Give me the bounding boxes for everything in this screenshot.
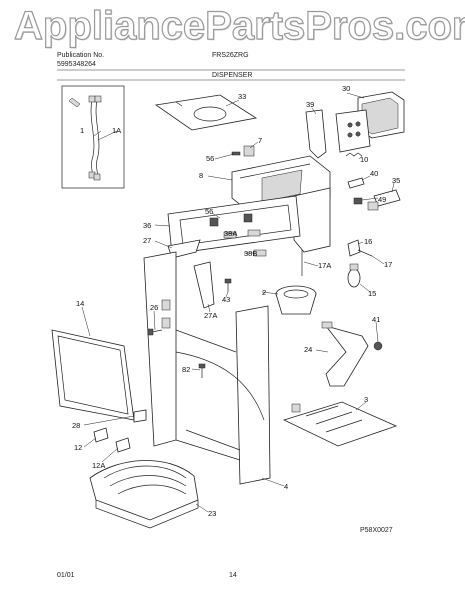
callout-28: 28: [72, 421, 80, 430]
callout-41: 41: [372, 315, 380, 324]
callout-16: 16: [364, 237, 372, 246]
section-title: DISPENSER: [212, 72, 253, 79]
callout-82: 82: [182, 365, 190, 374]
callout-30: 30: [342, 84, 350, 93]
part-12A-clip: [115, 437, 131, 453]
callout-15: 15: [368, 289, 376, 298]
callout-12a: 12A: [92, 461, 105, 470]
callout-1a: 1A: [112, 126, 121, 135]
part-82-screw: [198, 363, 206, 378]
page-number: 14: [229, 572, 237, 579]
part-35-solenoid: [367, 189, 401, 211]
callout-56b: 56: [205, 207, 213, 216]
part-26-screw: [147, 328, 163, 336]
watermark: AppliancePartsPros.com: [13, 3, 465, 48]
model-number: FRS26ZRG: [212, 52, 249, 59]
part-2-chute: [275, 285, 317, 315]
dispenser-cabinet: [143, 251, 271, 485]
callout-7: 7: [258, 136, 262, 145]
callout-23: 23: [208, 509, 216, 518]
callout-26: 26: [150, 303, 158, 312]
callout-43: 43: [222, 295, 230, 304]
diagram-code: P58X0027: [360, 527, 393, 534]
part-14-panel: [51, 329, 135, 421]
callout-2: 2: [262, 288, 266, 297]
callout-17a: 17A: [318, 261, 331, 270]
part-16-socket: [347, 239, 361, 257]
part-49-clip: [353, 197, 363, 205]
callout-14: 14: [76, 299, 84, 308]
callout-33: 33: [238, 92, 246, 101]
publication-label: Publication No.: [57, 52, 105, 59]
part-40-screw: [347, 177, 365, 189]
callout-27a: 27A: [204, 311, 217, 320]
callout-10: 10: [360, 155, 368, 164]
callout-17: 17: [384, 260, 392, 269]
callout-35: 35: [392, 176, 400, 185]
leader-lines: [81, 92, 395, 513]
publication-number: 5995348264: [57, 61, 96, 68]
callout-36: 36: [143, 221, 151, 230]
callout-49: 49: [378, 195, 386, 204]
callout-40: 40: [370, 169, 378, 178]
part-36-frame: [167, 195, 301, 255]
callout-27: 27: [143, 236, 151, 245]
callout-56a: 56: [206, 154, 214, 163]
part-41-nozzle: [373, 341, 383, 351]
callout-3: 3: [364, 395, 368, 404]
part-12-clip: [93, 427, 109, 443]
part-17-wire: [301, 249, 373, 276]
part-43-screw: [224, 278, 232, 292]
tubing-inset: [61, 85, 125, 189]
callout-1: 1: [80, 126, 84, 135]
part-7-switch: [231, 145, 255, 157]
callout-12: 12: [74, 443, 82, 452]
part-23-grille: [89, 460, 199, 529]
part-24-water-tube: [321, 321, 369, 387]
footer-date: 01/01: [57, 572, 75, 579]
part-3-tray: [282, 401, 398, 447]
callout-24: 24: [304, 345, 312, 354]
part-15-bulb: [347, 263, 361, 288]
part-39-bracket: [305, 109, 327, 159]
part-28-clip: [133, 409, 147, 423]
part-8-housing: [231, 155, 331, 253]
part-10-spring: [345, 152, 363, 157]
callout-labels: 1 1A 33 39 30 7 56 10 8 40 35 49 56 36 3…: [72, 84, 400, 518]
callout-8: 8: [199, 171, 203, 180]
part-30-actuator: [335, 91, 405, 153]
callout-4: 4: [284, 482, 288, 491]
callout-39: 39: [306, 100, 314, 109]
callout-38a: 38A: [224, 229, 237, 238]
callout-38b: 38B: [244, 249, 257, 258]
